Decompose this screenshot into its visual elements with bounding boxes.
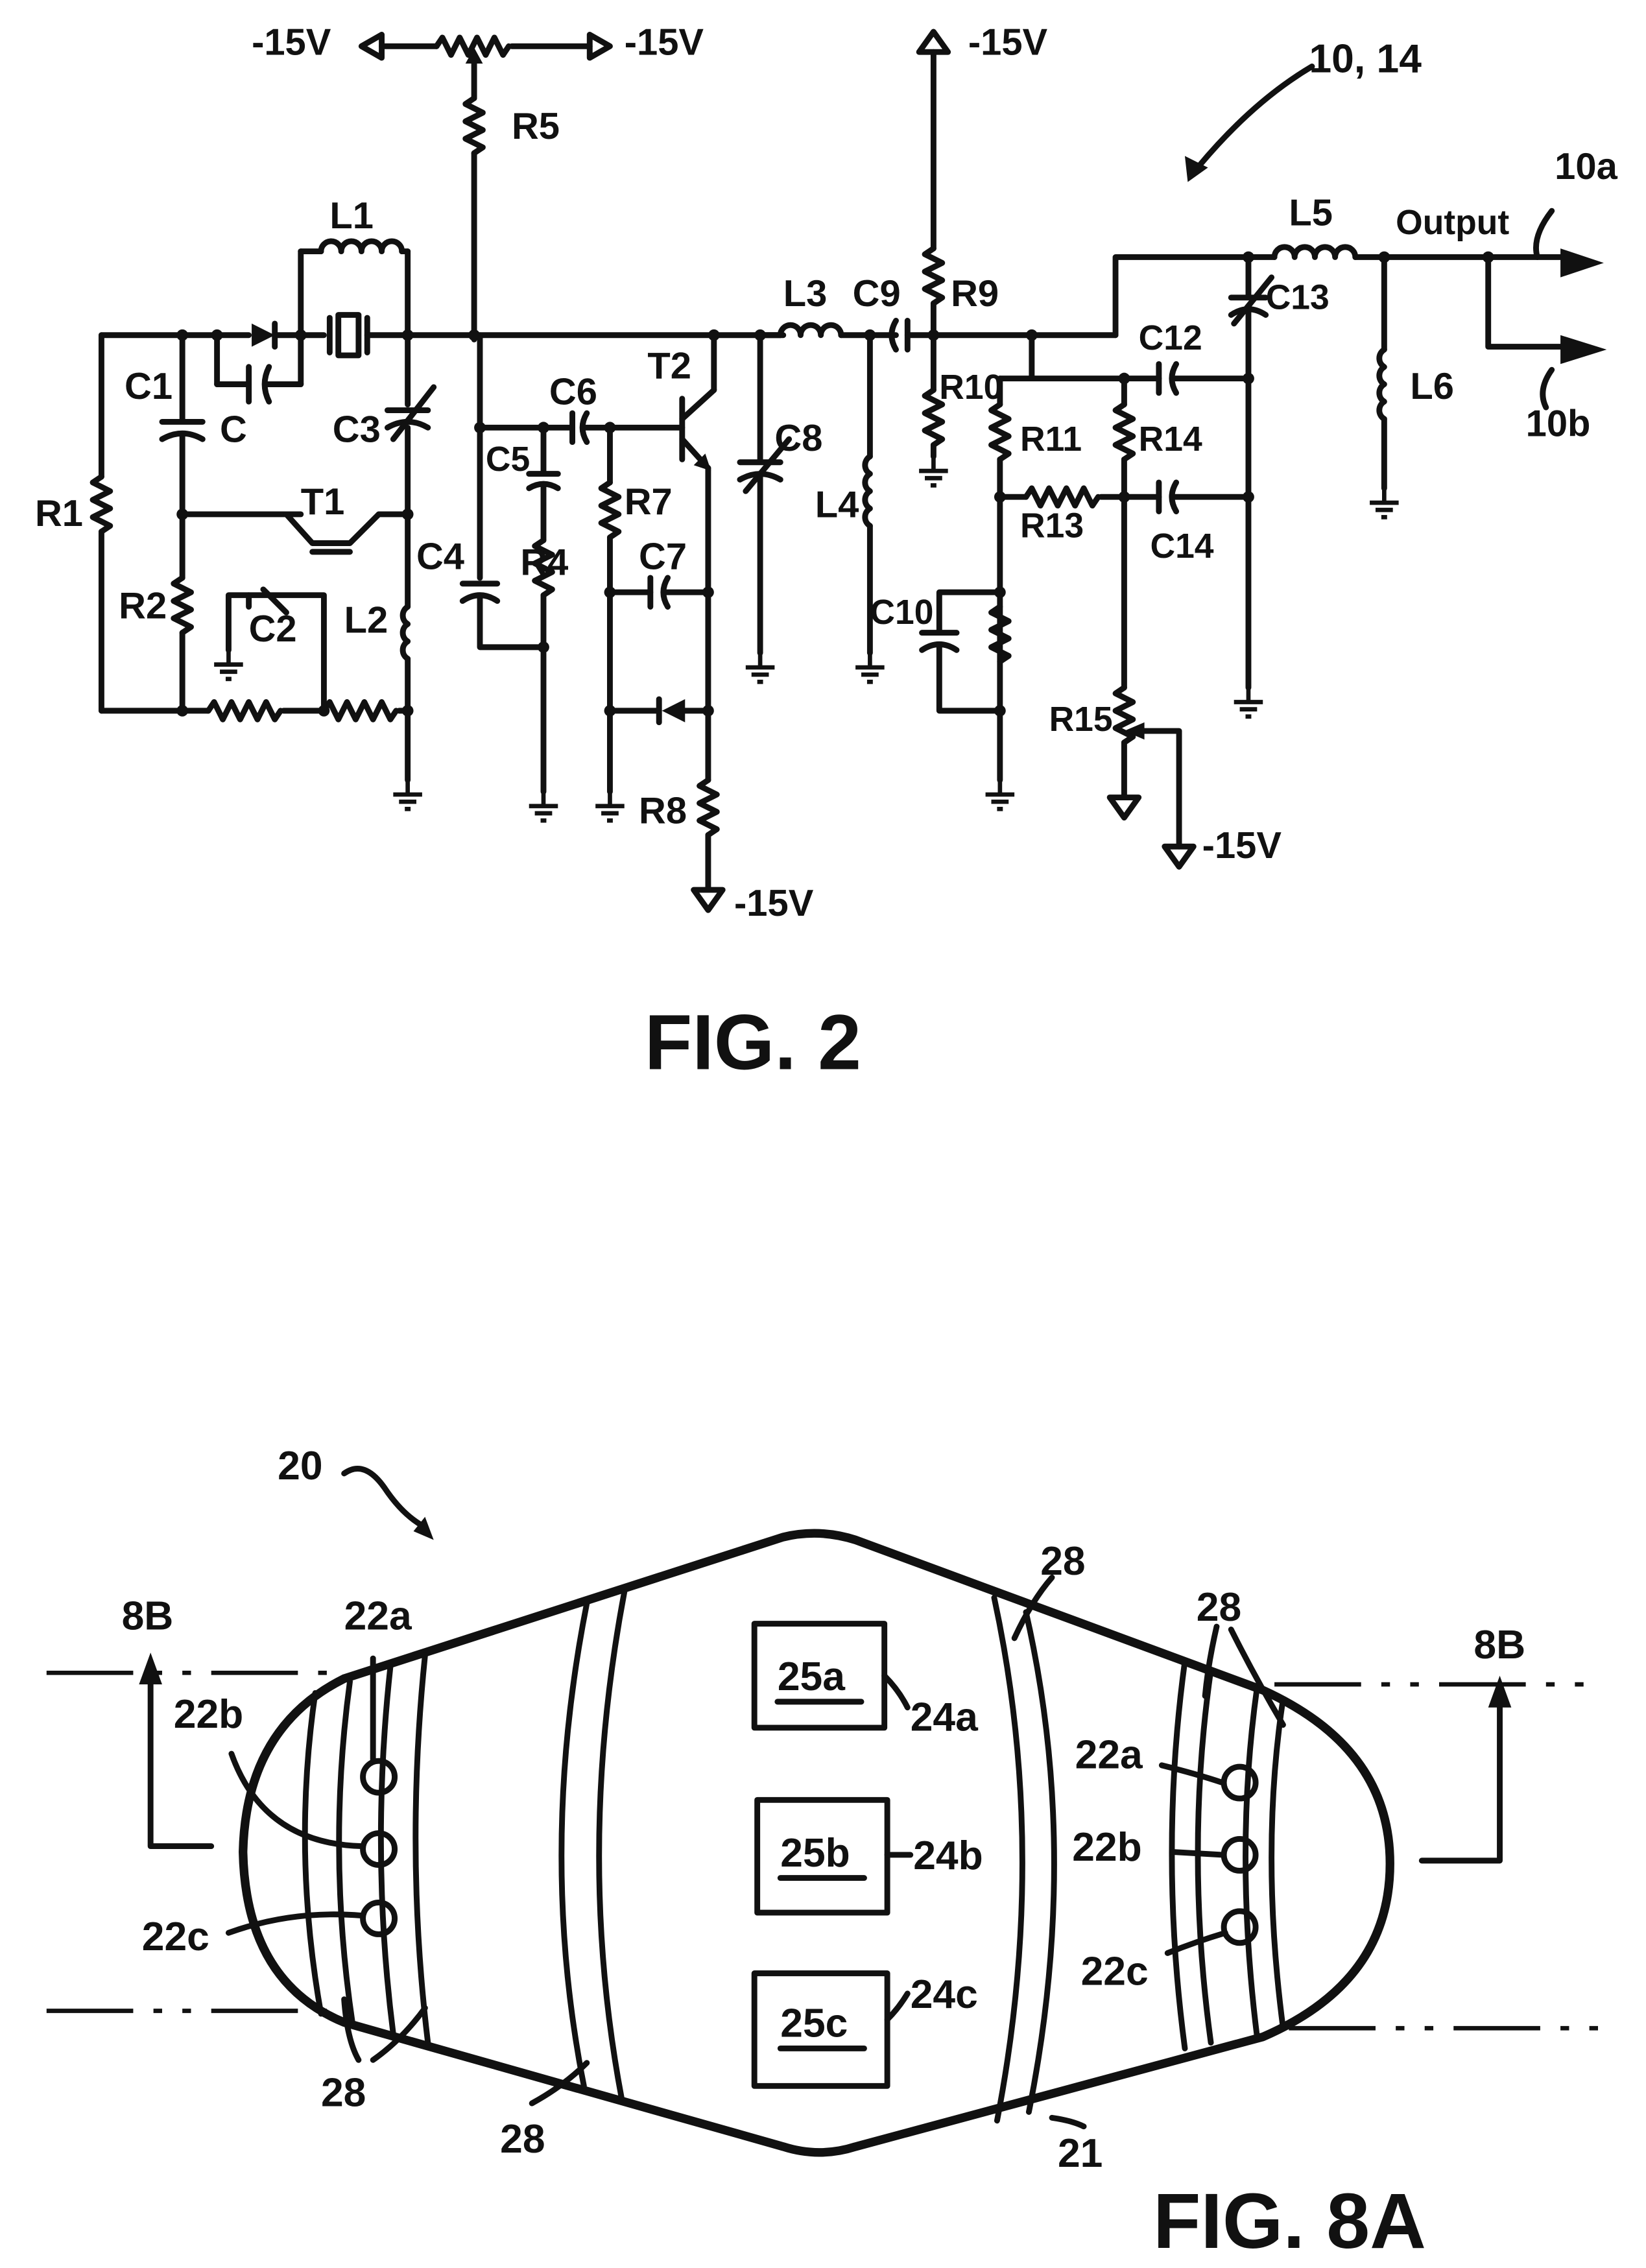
c5-label: C5 bbox=[486, 440, 530, 479]
output-10a-label: 10a bbox=[1555, 146, 1617, 187]
supply-label: -15V bbox=[734, 883, 814, 924]
r2-label: R2 bbox=[119, 585, 167, 627]
r15-label: R15 bbox=[1049, 700, 1113, 739]
r5-label: R5 bbox=[512, 106, 560, 147]
fig2-caption: FIG. 2 bbox=[645, 999, 861, 1086]
c10-label: C10 bbox=[870, 593, 933, 632]
r8-label: R8 bbox=[639, 791, 687, 832]
ref-28-label: 28 bbox=[1197, 1585, 1241, 1630]
r9-label: R9 bbox=[951, 273, 999, 315]
r4-label: R4 bbox=[520, 542, 568, 584]
ref-28-label: 28 bbox=[500, 2117, 545, 2162]
output-10b-label: 10b bbox=[1526, 403, 1591, 445]
c6-label: C6 bbox=[549, 372, 597, 413]
supply-label: -15V bbox=[1202, 825, 1282, 866]
electrode-22c-label-right: 22c bbox=[1081, 1949, 1149, 1994]
l1-label: L1 bbox=[329, 195, 374, 237]
electrode-22c-left bbox=[363, 1902, 395, 1934]
electrode-22a-right bbox=[1224, 1767, 1256, 1798]
module-24b-label: 24b bbox=[913, 1833, 983, 1878]
t2-label: T2 bbox=[647, 346, 691, 387]
r10-label: R10 bbox=[939, 368, 1003, 407]
output-label: Output bbox=[1396, 204, 1509, 242]
l6-label: L6 bbox=[1410, 366, 1454, 407]
c12-label: C12 bbox=[1139, 319, 1202, 357]
t1-label: T1 bbox=[301, 481, 345, 523]
c9-label: C9 bbox=[853, 273, 901, 315]
r11-label: R11 bbox=[1020, 420, 1082, 459]
fig2-labels: -15V -15V -15V -15V -15V 10, 14 Output 1… bbox=[35, 22, 1618, 925]
ref-28-label: 28 bbox=[1040, 1539, 1085, 1584]
module-24c-label: 24c bbox=[911, 1972, 978, 2017]
c14-label: C14 bbox=[1151, 527, 1214, 566]
module-25b-label: 25b bbox=[780, 1831, 850, 1876]
electrode-22b-label-left: 22b bbox=[174, 1692, 243, 1737]
module-25c-label: 25c bbox=[780, 2001, 848, 2046]
r13-label: R13 bbox=[1020, 507, 1084, 545]
ref-20-label: 20 bbox=[278, 1444, 322, 1488]
c4-label: C4 bbox=[416, 536, 464, 578]
electrode-22a-label-right: 22a bbox=[1075, 1732, 1143, 1777]
c7-label: C7 bbox=[639, 536, 687, 578]
c8-label: C8 bbox=[774, 418, 822, 459]
c2-label: C2 bbox=[249, 608, 297, 650]
r7-label: R7 bbox=[625, 481, 673, 523]
ref-28-label: 28 bbox=[321, 2071, 366, 2116]
r14-label: R14 bbox=[1139, 420, 1202, 459]
ref-label: 10, 14 bbox=[1309, 36, 1422, 81]
supply-label: -15V bbox=[625, 22, 704, 64]
electrode-22c-label-left: 22c bbox=[142, 1915, 209, 1959]
electrode-22a-left bbox=[363, 1761, 395, 1793]
electrode-22c-right bbox=[1224, 1911, 1256, 1943]
fig8a-pad-drawing: 20 28 28 28 28 21 8B 8B 22a 22b 22c 22a … bbox=[47, 1444, 1604, 2265]
module-25a-label: 25a bbox=[778, 1654, 846, 1699]
l4-label: L4 bbox=[815, 484, 859, 525]
electrode-22b-right bbox=[1224, 1839, 1256, 1870]
supply-label: -15V bbox=[252, 22, 331, 64]
c1-label: C1 bbox=[125, 366, 173, 407]
fig8a-caption: FIG. 8A bbox=[1153, 2178, 1426, 2265]
supply-label: -15V bbox=[968, 22, 1048, 64]
ref-21-label: 21 bbox=[1058, 2131, 1103, 2176]
r5-potentiometer bbox=[361, 34, 610, 339]
electrode-22a-label-left: 22a bbox=[344, 1594, 412, 1638]
l2-label: L2 bbox=[344, 600, 388, 641]
c3-label: C3 bbox=[333, 409, 381, 451]
electrode-22b-label-right: 22b bbox=[1072, 1825, 1141, 1870]
c-label: C bbox=[220, 409, 247, 451]
fig2-schematic: -15V -15V -15V -15V -15V 10, 14 Output 1… bbox=[35, 22, 1618, 1086]
section-8b-left: 8B bbox=[122, 1594, 174, 1638]
module-24a-label: 24a bbox=[911, 1695, 979, 1739]
section-8b-right: 8B bbox=[1473, 1623, 1525, 1667]
l3-label: L3 bbox=[783, 273, 828, 315]
l5-label: L5 bbox=[1289, 192, 1333, 233]
c13-label: C13 bbox=[1266, 279, 1330, 317]
r1-label: R1 bbox=[35, 493, 83, 534]
